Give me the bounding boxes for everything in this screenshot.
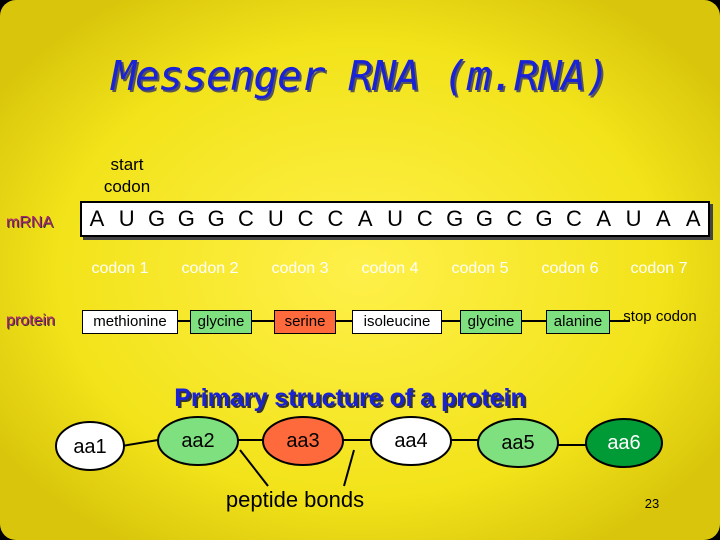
nucleotide: G [535, 206, 553, 231]
amino-acid-alanine: alanine [546, 310, 610, 334]
aa5-label: aa5 [501, 432, 535, 454]
aa6-bead [585, 418, 663, 468]
amino-acid-methionine: methionine [82, 310, 178, 334]
nucleotide: C [565, 206, 582, 231]
nucleotide: A [89, 206, 105, 231]
nucleotide: C [238, 206, 254, 231]
codon-label-6: codon 6 [541, 260, 599, 277]
slide-title: Messenger RNA (m.RNA) [111, 52, 609, 100]
mrna-label: mRNA [6, 214, 54, 231]
nucleotide: C [297, 206, 314, 231]
codon-label-2: codon 2 [181, 260, 239, 277]
nucleotide: A [596, 206, 612, 231]
aa2-bead [157, 416, 239, 466]
aa2-label: aa2 [181, 430, 215, 452]
aa5-bead [477, 418, 559, 468]
nucleotide: C [506, 206, 523, 231]
nucleotide: A [357, 206, 373, 231]
nucleotide: G [177, 206, 195, 231]
nucleotide: U [387, 206, 403, 231]
nucleotide: G [446, 206, 464, 231]
page-number: 23 [644, 496, 660, 511]
aa4-label: aa4 [394, 430, 428, 452]
nucleotide: U [267, 206, 284, 231]
stop-codon-label: stop codon [623, 308, 697, 325]
nucleotide: G [475, 206, 494, 231]
nucleotide: U [625, 206, 642, 231]
peptide-bond-line [121, 439, 159, 447]
codon-label-4: codon 4 [361, 260, 419, 277]
mrna-sequence: A U G G G C U C C A U C G G C G C A U A … [80, 201, 710, 237]
nucleotide: G [207, 206, 225, 231]
aa4-bead [370, 416, 452, 466]
amino-acid-isoleucine: isoleucine [352, 310, 442, 334]
codon-label-1: codon 1 [91, 260, 149, 277]
nucleotide: C [416, 206, 433, 231]
codon-label-7: codon 7 [630, 260, 688, 277]
start-codon-label: start codon [103, 155, 151, 196]
aa1-bead [55, 421, 125, 471]
primary-structure-heading: Primary structure of a protein [174, 384, 526, 412]
amino-acid-glycine: glycine [190, 310, 252, 334]
nucleotide: U [118, 206, 135, 231]
protein-label: protein [6, 312, 55, 329]
codon-label-3: codon 3 [271, 260, 329, 277]
amino-acid-glycine: glycine [460, 310, 522, 334]
aa1-label: aa1 [73, 436, 107, 458]
aa3-label: aa3 [286, 430, 320, 452]
peptide-pointer-line [343, 449, 355, 487]
aa6-label: aa6 [607, 432, 641, 454]
aa3-bead [262, 416, 344, 466]
nucleotide: A [685, 206, 701, 231]
codon-label-5: codon 5 [451, 260, 509, 277]
nucleotide: G [147, 206, 166, 231]
peptide-pointer-line [239, 449, 269, 487]
peptide-bonds-label: peptide bonds [225, 487, 365, 512]
amino-acid-serine: serine [274, 310, 336, 334]
nucleotide: C [327, 206, 344, 231]
nucleotide: A [656, 206, 671, 231]
